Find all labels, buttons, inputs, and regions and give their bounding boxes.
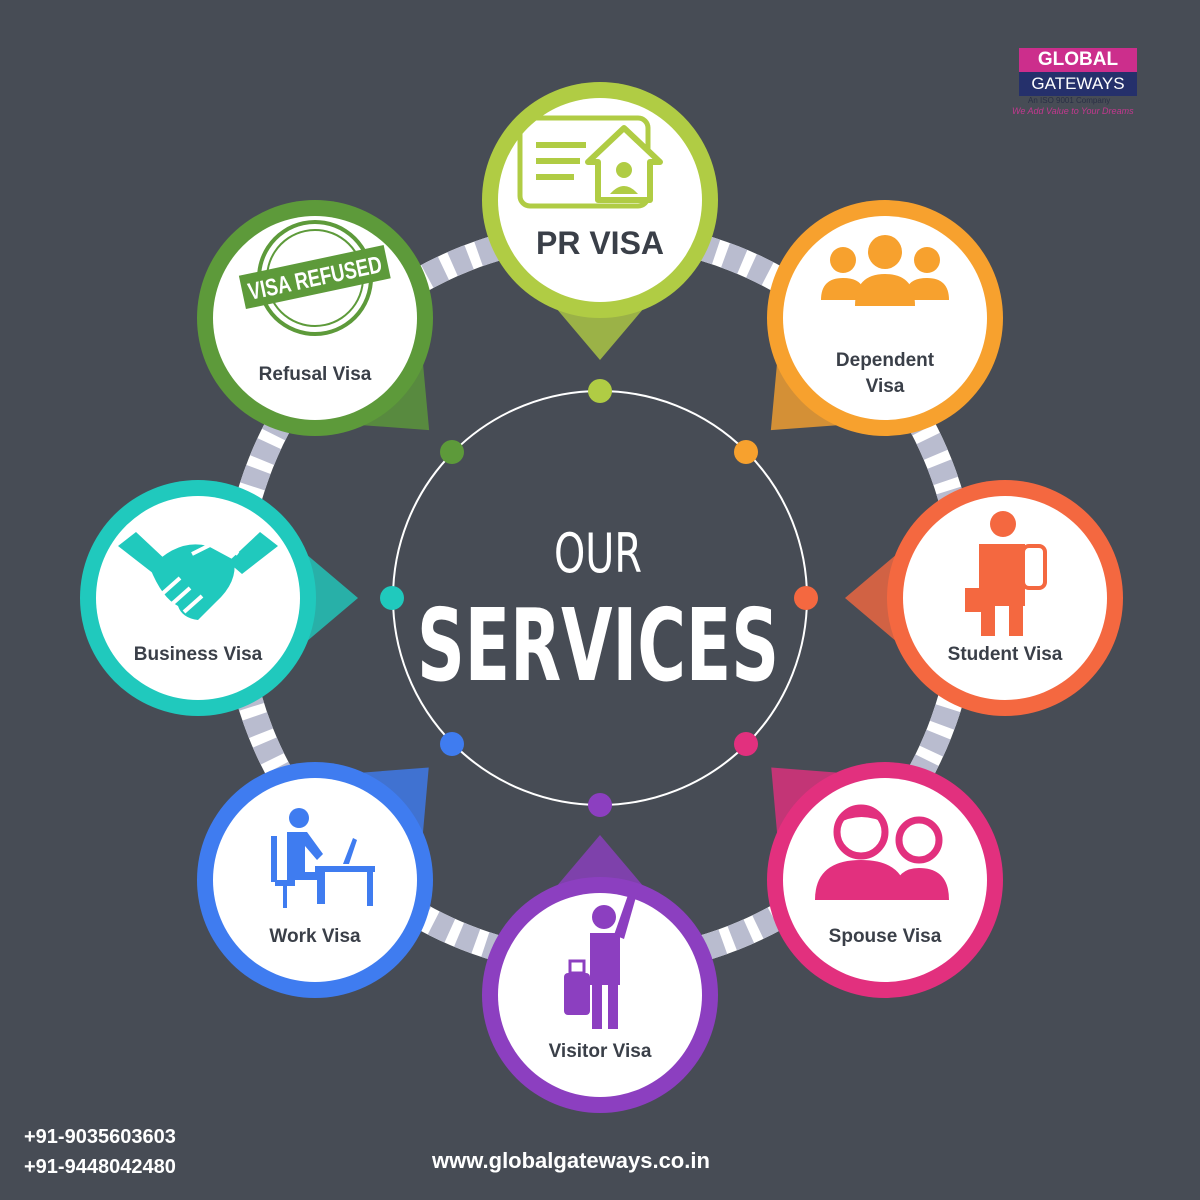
brand-tagline: We Add Value to Your Dreams <box>1012 106 1134 116</box>
brand-line2: GATEWAYS <box>1019 72 1137 96</box>
service-badge-pr-visa[interactable]: PR VISA <box>482 82 718 318</box>
badge-label: Dependent <box>836 350 935 371</box>
badge-label: PR VISA <box>536 225 664 261</box>
pr-card-home-icon <box>517 115 663 209</box>
brand-logo: GLOBAL GATEWAYS An ISO 9001 Company We A… <box>1012 48 1162 117</box>
badge-label: Student Visa <box>948 644 1063 665</box>
phone-numbers: +91-9035603603 +91-9448042480 <box>24 1122 176 1182</box>
phone-2[interactable]: +91-9448042480 <box>24 1156 176 1178</box>
badge-label: Visa <box>866 376 905 397</box>
connector-dot <box>794 586 818 610</box>
badge-pointer <box>556 308 644 360</box>
badge-face <box>213 216 417 420</box>
connector-dot <box>588 379 612 403</box>
badge-label: Work Visa <box>269 926 361 947</box>
connector-dot <box>380 586 404 610</box>
connector-dot <box>734 440 758 464</box>
couple-icon <box>815 804 949 900</box>
badge-label: Spouse Visa <box>829 926 942 947</box>
handshake-icon <box>118 532 278 620</box>
badge-pointer <box>845 554 897 642</box>
service-badge-business-visa[interactable]: Business Visa <box>80 480 316 716</box>
phone-1[interactable]: +91-9035603603 <box>24 1126 176 1148</box>
connector-dot <box>734 732 758 756</box>
title-our: OUR <box>554 522 642 585</box>
group-people-icon <box>821 235 949 306</box>
connector-dot <box>588 793 612 817</box>
connector-dot <box>440 732 464 756</box>
badge-label: Visitor Visa <box>549 1041 652 1062</box>
person-at-desk-icon <box>271 808 375 908</box>
website-link[interactable]: www.globalgateways.co.in <box>432 1148 710 1173</box>
student-backpack-icon <box>965 511 1047 636</box>
service-badge-work-visa[interactable]: Work Visa <box>197 762 433 998</box>
badge-label: Refusal Visa <box>259 364 372 385</box>
brand-iso: An ISO 9001 Company <box>1028 96 1111 105</box>
badge-label: Business Visa <box>134 644 263 665</box>
service-badge-spouse-visa[interactable]: Spouse Visa <box>767 762 1003 998</box>
connector-dot <box>440 440 464 464</box>
title-services: SERVICES <box>417 587 779 704</box>
brand-line1: GLOBAL <box>1019 48 1137 72</box>
service-badge-student-visa[interactable]: Student Visa <box>887 480 1123 716</box>
badge-pointer <box>556 835 644 887</box>
badge-pointer <box>306 554 358 642</box>
traveler-suitcase-icon <box>564 895 636 1029</box>
service-badge-visitor-visa[interactable]: Visitor Visa <box>482 877 718 1113</box>
